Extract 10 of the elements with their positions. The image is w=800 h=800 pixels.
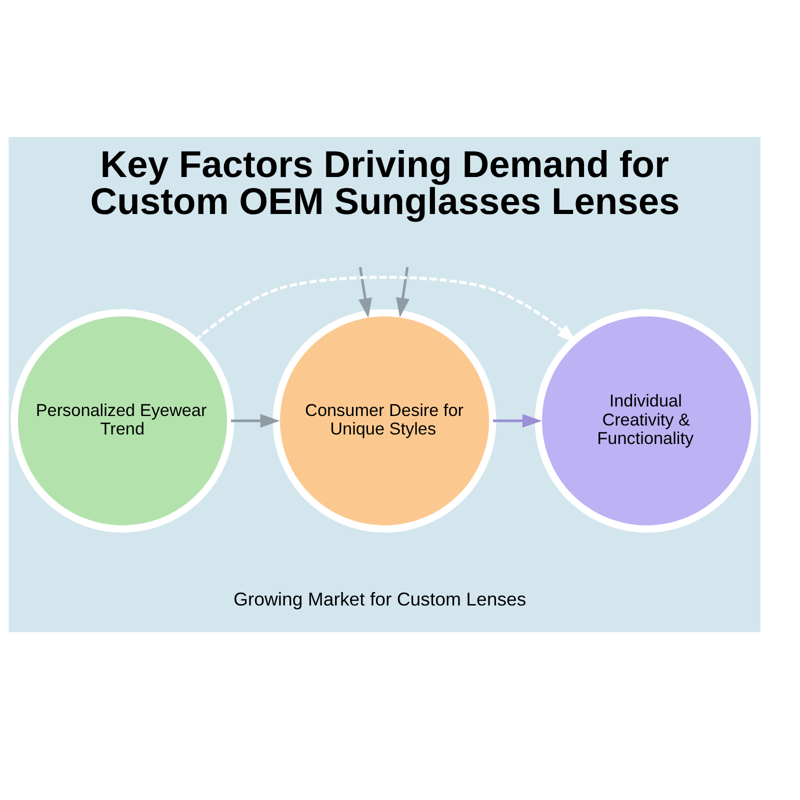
arrow [230, 414, 280, 428]
caption: Growing Market for Custom Lenses [233, 588, 526, 610]
arrow [396, 266, 410, 318]
node-circle: Personalized Eyewear Trend [10, 309, 234, 533]
arrow [358, 266, 372, 318]
node-circle: Individual Creativity & Functionality [534, 309, 758, 533]
diagram-title: Key Factors Driving Demand for Custom OEM Sunglasses Lenses [90, 142, 680, 222]
arrow [194, 276, 578, 344]
node-circle: Consumer Desire for Unique Styles [272, 309, 496, 533]
arrow [493, 414, 542, 428]
